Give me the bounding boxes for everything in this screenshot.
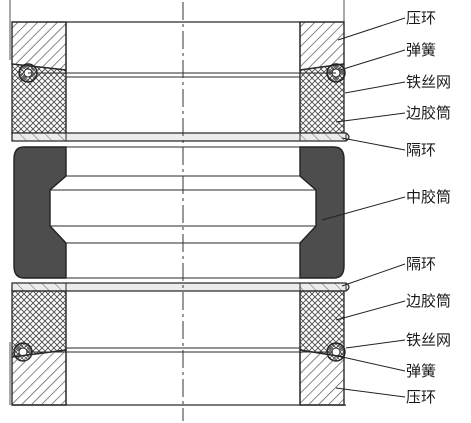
press-ring-top xyxy=(11,21,345,71)
press-ring-bottom xyxy=(11,349,345,406)
label-wire-mesh-bottom: 铁丝网 xyxy=(406,331,451,349)
label-middle-rubber: 中胶筒 xyxy=(406,188,451,206)
label-spring-top: 弹簧 xyxy=(406,41,436,59)
label-spacer-ring-top: 隔环 xyxy=(406,141,436,159)
labels: 压环 弹簧 铁丝网 边胶筒 隔环 中胶筒 隔环 边胶筒 铁丝网 弹簧 压环 xyxy=(406,9,451,406)
middle-rubber xyxy=(13,146,345,279)
label-spring-bottom: 弹簧 xyxy=(406,362,436,380)
side-rubber-top xyxy=(11,63,345,134)
label-spacer-ring-bottom: 隔环 xyxy=(406,255,436,273)
label-side-rubber-top: 边胶筒 xyxy=(406,104,451,122)
leader-lines xyxy=(321,17,406,398)
spacer-ring-bottom xyxy=(11,282,350,292)
label-side-rubber-bottom: 边胶筒 xyxy=(406,292,451,310)
wire-mesh-top xyxy=(28,72,336,78)
label-press-ring-bottom: 压环 xyxy=(406,388,436,406)
side-rubber-bottom xyxy=(11,290,345,358)
label-press-ring-top: 压环 xyxy=(406,9,436,27)
spacer-ring-top xyxy=(11,132,350,142)
label-wire-mesh-top: 铁丝网 xyxy=(406,73,451,91)
wire-mesh-bottom xyxy=(28,347,336,353)
